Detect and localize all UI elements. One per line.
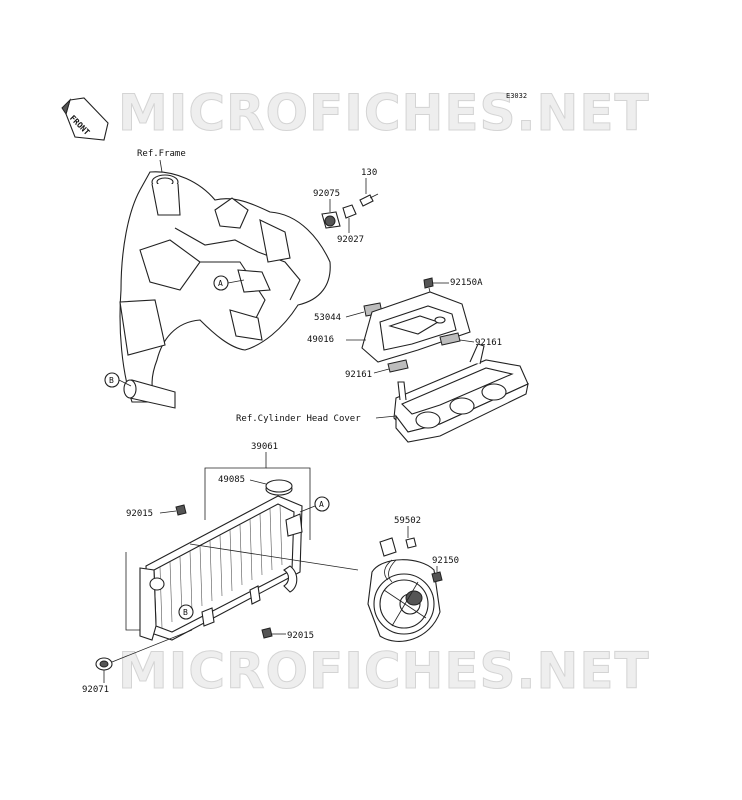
ref-cylinder-head-cover-label: Ref.Cylinder Head Cover: [236, 414, 361, 424]
part-label-92150: 92150: [432, 556, 459, 566]
frame-drawing: [119, 171, 331, 409]
part-92075-collar: [321, 211, 341, 229]
part-92150-bolt: [431, 571, 443, 583]
radiator-drawing: [139, 495, 303, 641]
part-label-49085: 49085: [218, 475, 245, 485]
svg-text:A: A: [319, 500, 324, 509]
part-92071-grommet: [95, 657, 113, 671]
callout-a-frame: A: [213, 275, 245, 291]
part-130-bolt: [359, 193, 379, 207]
part-label-92150a: 92150A: [450, 278, 483, 288]
cylinder-head-cover-drawing: [393, 343, 529, 443]
callout-a-radiator: A: [299, 496, 330, 513]
watermark-top: MICROFICHES.NET: [118, 84, 650, 142]
front-arrow-icon: FRONT: [61, 97, 109, 141]
radiator-fins: [159, 504, 283, 629]
part-label-49016: 49016: [307, 335, 334, 345]
callout-b-radiator: B: [178, 604, 194, 620]
part-label-92071: 92071: [82, 685, 109, 695]
part-label-39061: 39061: [251, 442, 278, 452]
part-92161-right-pad: [439, 332, 461, 346]
part-92161-left-pad: [387, 359, 409, 373]
part-label-92161-right: 92161: [475, 338, 502, 348]
svg-text:B: B: [183, 608, 188, 617]
svg-text:A: A: [218, 279, 223, 288]
part-92015-top-bolt: [175, 504, 187, 516]
diagram-code: E3032: [506, 92, 527, 100]
part-92027-damper: [342, 204, 357, 219]
part-label-92015-top: 92015: [126, 509, 153, 519]
part-label-92015-bottom: 92015: [287, 631, 314, 641]
part-92015-bottom-bolt: [261, 627, 273, 639]
callout-b-frame: B: [104, 372, 132, 388]
watermark-bottom: MICROFICHES.NET: [118, 642, 650, 700]
ref-frame-label: Ref.Frame: [137, 149, 186, 159]
part-label-130: 130: [361, 168, 377, 178]
part-label-53044: 53044: [314, 313, 341, 323]
part-label-92027: 92027: [337, 235, 364, 245]
svg-text:B: B: [109, 376, 114, 385]
part-label-59502: 59502: [394, 516, 421, 526]
part-label-92075: 92075: [313, 189, 340, 199]
part-49085-radiator-cap: [265, 479, 293, 496]
part-label-92161-left: 92161: [345, 370, 372, 380]
part-49016-cover-plate: [361, 291, 471, 363]
fan-assembly-drawing: [367, 537, 441, 642]
